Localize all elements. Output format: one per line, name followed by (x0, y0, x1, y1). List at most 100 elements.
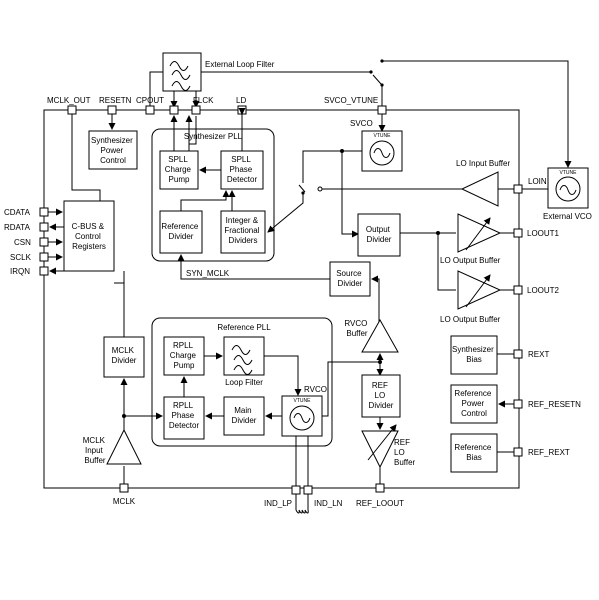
synth-power-control-label: Synthesizer Power Control (91, 136, 135, 165)
label-sclk: SCLK (10, 253, 32, 262)
rvco-buffer (361, 318, 399, 353)
reference-divider-label: Reference Divider (161, 222, 200, 241)
label-ind-lp: IND_LP (264, 499, 292, 508)
pin-flck-a (169, 105, 179, 115)
pin-sclk (39, 252, 49, 262)
ref-lo-buffer-label: REF LO Buffer (394, 438, 416, 467)
synthesizer-bias-box (450, 335, 498, 375)
label-cdata: CDATA (4, 208, 31, 217)
pin-ref-rext (513, 447, 523, 457)
int-frac-dividers-label: Integer & Fractional Dividers (224, 216, 261, 245)
rvco-buffer-label: RVCO Buffer (344, 319, 369, 338)
svco-label: SVCO (350, 119, 373, 128)
spll-charge-pump-box (159, 150, 199, 190)
main-divider-box (223, 396, 265, 436)
pin-mclk (119, 483, 129, 493)
label-irqn: IRQN (10, 267, 30, 276)
pin-resetn (107, 105, 117, 115)
external-loop-filter (162, 52, 202, 92)
reference-power-control-box (450, 384, 498, 424)
external-vco-symbol (555, 176, 581, 202)
rpll-phase-detector-label: RPLL Phase Detector (169, 401, 200, 430)
label-cpout: CPOUT (136, 96, 164, 105)
rpll-phase-detector-box (163, 396, 205, 440)
external-inductor (295, 494, 309, 514)
mclk-input-buffer (106, 428, 142, 465)
rvco-vtune-tag: VTUNE (294, 398, 312, 404)
output-divider-box (357, 213, 401, 257)
mclk-divider-box (103, 336, 145, 378)
label-flck: FLCK (193, 96, 214, 105)
external-vco-label: External VCO (543, 212, 592, 221)
rvco-label: RVCO (304, 385, 327, 394)
reference-bias-box (450, 433, 498, 473)
syn-mclk-label: SYN_MCLK (186, 269, 230, 278)
pin-loout1 (513, 228, 523, 238)
pin-csn (39, 237, 49, 247)
rvco-symbol (289, 405, 315, 431)
pin-svco-vtune (377, 105, 387, 115)
synth-power-control-box (88, 130, 138, 170)
int-frac-dividers-box (220, 210, 266, 254)
source-divider-label: Source Divider (336, 269, 364, 288)
external-vco-vtune-tag: VTUNE (560, 170, 578, 176)
spll-phase-detector-label: SPLL Phase Detector (227, 155, 258, 184)
chip-outline (43, 109, 520, 489)
label-ind-ln: IND_LN (314, 499, 343, 508)
rpll-charge-pump-label: RPLL Charge Pump (170, 341, 198, 370)
pin-mclk-out (67, 105, 77, 115)
pin-cpout (145, 105, 155, 115)
pin-ld (237, 105, 247, 115)
pin-ind-ln (303, 485, 313, 495)
source-divider-box (329, 261, 371, 297)
reference-power-control-label: Reference Power Control (454, 389, 493, 418)
svco-symbol (369, 140, 395, 166)
label-rdata: RDATA (4, 223, 31, 232)
label-rext: REXT (528, 350, 549, 359)
lo-input-buffer (460, 171, 499, 207)
label-mclk: MCLK (113, 497, 136, 506)
pin-ref-resetn (513, 399, 523, 409)
label-mclk-out: MCLK_OUT (47, 96, 91, 105)
lo-output-buffer-2-label: LO Output Buffer (440, 315, 501, 324)
synthesizer-pll-group (151, 128, 275, 262)
pin-ref-loout (375, 483, 385, 493)
label-loout2: LOOUT2 (527, 286, 560, 295)
pin-irqn (39, 266, 49, 276)
label-svco-vtune: SVCO_VTUNE (324, 96, 378, 105)
pin-cdata (39, 207, 49, 217)
rpll-charge-pump-box (163, 336, 205, 376)
lo-output-buffer-1-label: LO Output Buffer (440, 256, 501, 265)
cbus-label: C-BUS & Control Registers (72, 222, 107, 251)
label-resetn: RESETN (99, 96, 132, 105)
pin-ind-lp (291, 485, 301, 495)
spll-charge-pump-label: SPLL Charge Pump (165, 155, 193, 184)
reference-pll-label: Reference PLL (217, 323, 271, 332)
reference-pll-group (151, 317, 333, 447)
pin-loin (513, 184, 523, 194)
label-ld: LD (236, 96, 246, 105)
mclk-input-buffer-label: MCLK Input Buffer (83, 436, 107, 465)
label-loout1: LOOUT1 (527, 229, 560, 238)
ref-lo-buffer (361, 430, 399, 469)
pin-rdata (39, 222, 49, 232)
loop-filter-box (223, 336, 265, 376)
label-loin: LOIN (528, 177, 547, 186)
ref-lo-divider-label: REF LO Divider (369, 381, 394, 410)
label-ref-resetn: REF_RESETN (528, 400, 581, 409)
synthesizer-bias-label: Synthesizer Bias (452, 345, 496, 364)
svco-vtune-tag: VTUNE (374, 133, 392, 139)
external-loop-filter-label: External Loop Filter (205, 60, 275, 69)
main-divider-label: Main Divider (232, 406, 257, 425)
lo-input-buffer-label: LO Input Buffer (456, 159, 510, 168)
pin-loout2 (513, 285, 523, 295)
mclk-divider-label: MCLK Divider (112, 346, 137, 365)
cbus-box (63, 200, 115, 272)
output-divider-label: Output Divider (366, 225, 392, 244)
reference-bias-label: Reference Bias (454, 443, 493, 462)
ref-lo-divider-box (361, 374, 401, 418)
pin-rext (513, 349, 523, 359)
pin-flck-b (191, 105, 201, 115)
